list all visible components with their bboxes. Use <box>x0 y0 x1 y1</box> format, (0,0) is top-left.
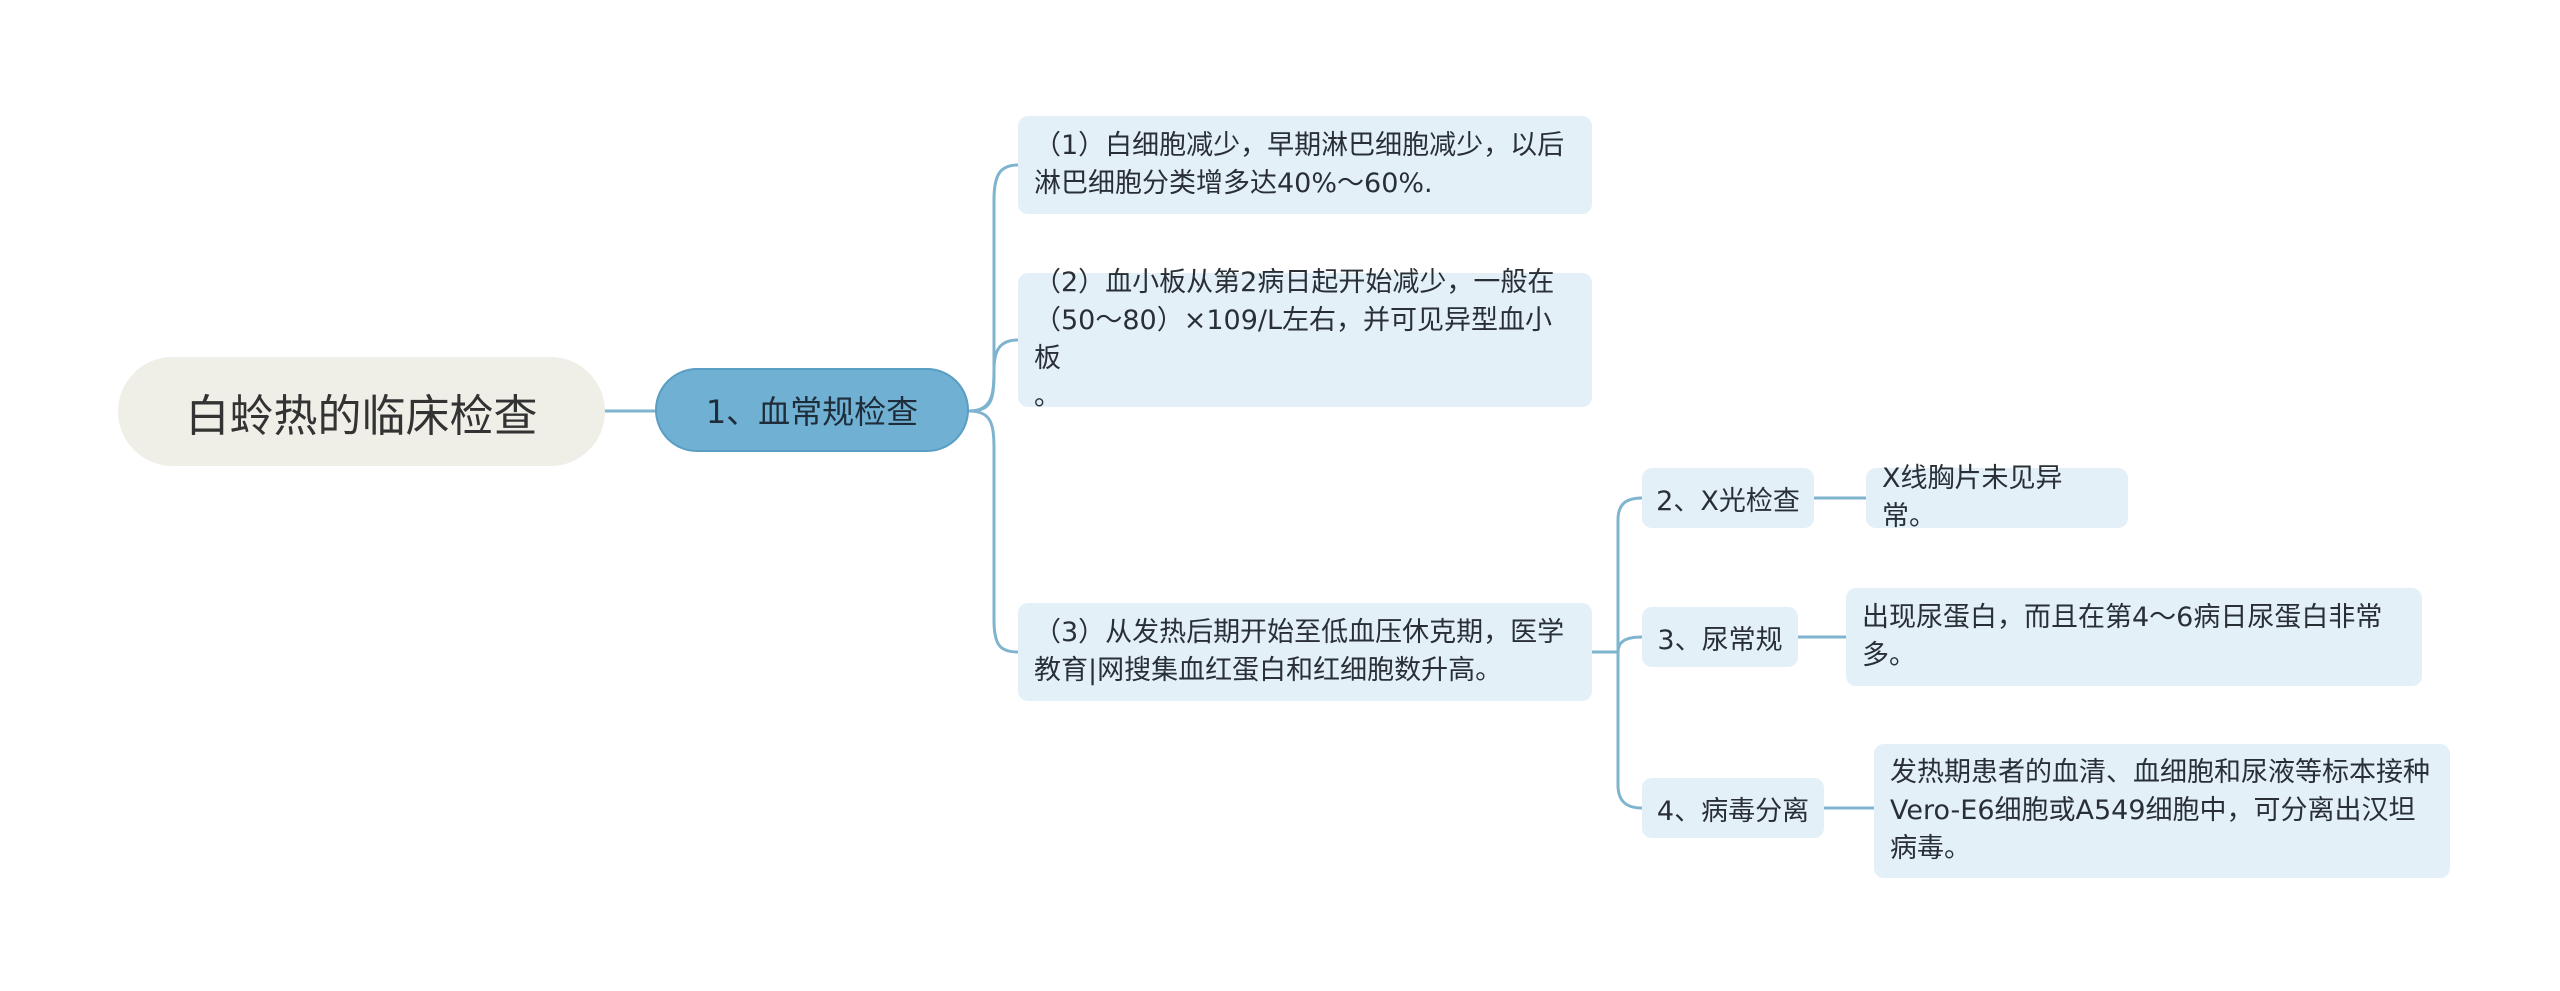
connector-leaf3-sub-3 <box>1590 650 1644 810</box>
leaf-node-2[interactable]: （2）血小板从第2病日起开始减少，一般在 （50～80）×109/L左右，并可见… <box>1018 267 1592 412</box>
detail-node-virus[interactable]: 发热期患者的血清、血细胞和尿液等标本接种 Vero-E6细胞或A549细胞中，可… <box>1874 744 2450 878</box>
detail-node-urine[interactable]: 出现尿蛋白，而且在第4～6病日尿蛋白非常 多。 <box>1846 588 2422 686</box>
leaf-node-3[interactable]: （3）从发热后期开始至低血压休克期，医学 教育|网搜集血红蛋白和红细胞数升高。 <box>1018 603 1592 701</box>
leaf-text: （3）从发热后期开始至低血压休克期，医学 教育|网搜集血红蛋白和红细胞数升高。 <box>1034 617 1565 686</box>
sub-label: 4、病毒分离 <box>1656 795 1810 827</box>
branch-label: 1、血常规检查 <box>705 393 919 431</box>
sub-label: 2、X光检查 <box>1656 485 1800 517</box>
sub-node-virus[interactable]: 4、病毒分离 <box>1642 778 1824 838</box>
detail-text: 出现尿蛋白，而且在第4～6病日尿蛋白非常 多。 <box>1862 602 2383 671</box>
leaf-text: （2）血小板从第2病日起开始减少，一般在 （50～80）×109/L左右，并可见… <box>1034 267 1555 412</box>
root-node[interactable]: 白蛉热的临床检查 <box>118 357 605 466</box>
sub-label: 3、尿常规 <box>1657 624 1783 656</box>
detail-node-xray[interactable]: X线胸片未见异常。 <box>1866 463 2128 532</box>
sub-node-urine[interactable]: 3、尿常规 <box>1642 607 1798 667</box>
leaf-text: （1）白细胞减少，早期淋巴细胞减少，以后 淋巴细胞分类增多达40%～60%. <box>1034 130 1565 199</box>
connector-leaf3-sub-1 <box>1590 496 1644 654</box>
root-label: 白蛉热的临床检查 <box>185 390 538 442</box>
sub-node-xray[interactable]: 2、X光检查 <box>1642 468 1814 528</box>
connector-branch-leaf-2 <box>967 338 1020 413</box>
branch-node-blood-routine[interactable]: 1、血常规检查 <box>655 368 969 452</box>
leaf-node-1[interactable]: （1）白细胞减少，早期淋巴细胞减少，以后 淋巴细胞分类增多达40%～60%. <box>1018 116 1592 214</box>
detail-text: X线胸片未见异常。 <box>1882 463 2063 532</box>
connector-branch-leaf-3 <box>967 409 1020 654</box>
detail-text: 发热期患者的血清、血细胞和尿液等标本接种 Vero-E6细胞或A549细胞中，可… <box>1890 757 2430 864</box>
